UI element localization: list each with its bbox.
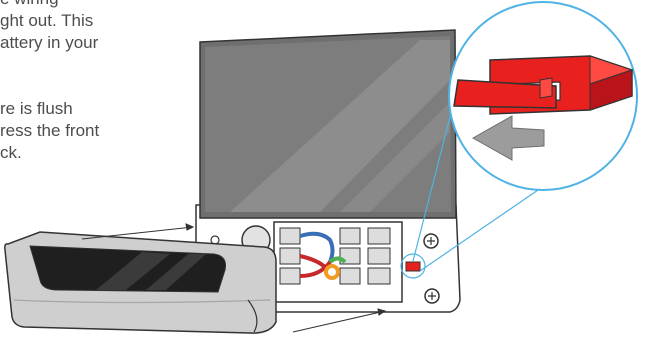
instruction-line: ck. [0, 143, 22, 162]
screen-glare [230, 40, 450, 212]
motion-arrows [81, 223, 387, 333]
battery-tab-small [405, 261, 421, 272]
instruction-line: ght out. This [0, 11, 94, 30]
zoom-indicator [400, 253, 426, 279]
instruction-line: ress the front [0, 121, 100, 140]
battery-tab-zoomed [453, 55, 634, 115]
instruction-line: attery in your [0, 33, 99, 52]
arrow-icon [471, 115, 545, 161]
screen-glare [340, 102, 450, 212]
instruction-line: e wiring [0, 0, 190, 10]
instructions-text: e wiring ght out. This attery in your re… [0, 0, 190, 164]
instruction-line: re is flush [0, 99, 73, 118]
front-panel [4, 231, 277, 334]
wire-terminals [273, 221, 403, 303]
